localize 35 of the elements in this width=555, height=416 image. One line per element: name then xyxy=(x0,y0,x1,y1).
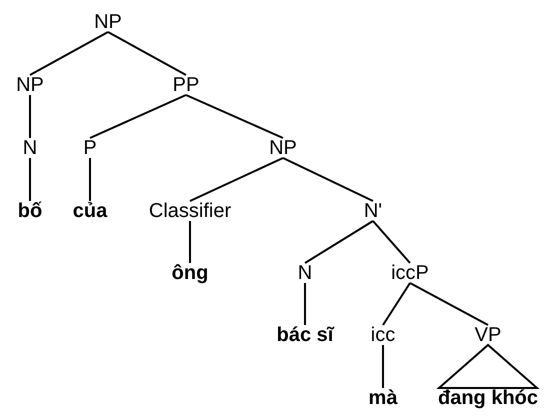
category-label: N xyxy=(296,262,314,284)
category-label: VP xyxy=(474,324,502,346)
tree-branch xyxy=(90,94,186,139)
tree-branch xyxy=(282,157,374,202)
word-label: mà xyxy=(368,387,398,409)
tree-branch xyxy=(29,158,31,201)
tree-branch xyxy=(186,94,284,139)
tree-branch xyxy=(382,345,384,388)
tree-branch xyxy=(29,95,31,138)
category-label: NP xyxy=(15,74,45,96)
category-label: NP xyxy=(268,137,298,159)
category-label: icc xyxy=(370,324,396,346)
tree-branch xyxy=(304,283,306,325)
category-label: Classifier xyxy=(148,200,232,222)
tree-branch xyxy=(436,344,540,389)
tree-branch xyxy=(372,220,411,264)
word-label: bác sĩ xyxy=(276,324,334,346)
word-label: ông xyxy=(170,262,210,284)
category-label: iccP xyxy=(390,262,430,284)
tree-branch xyxy=(190,157,284,202)
category-label: N xyxy=(22,137,38,159)
word-label: bố xyxy=(16,200,44,222)
tree-branch xyxy=(189,221,191,263)
tree-branch xyxy=(410,282,488,326)
tree-branch xyxy=(30,31,108,76)
category-label: N' xyxy=(362,200,384,222)
category-label: PP xyxy=(172,74,200,96)
tree-branch xyxy=(108,31,186,76)
tree-branch xyxy=(89,158,91,201)
tree-branch xyxy=(382,282,411,326)
word-label: đang khóc xyxy=(437,387,539,409)
tree-branch xyxy=(304,220,374,264)
word-label: của xyxy=(72,200,108,222)
category-label: P xyxy=(82,137,98,159)
category-label: NP xyxy=(93,11,123,33)
